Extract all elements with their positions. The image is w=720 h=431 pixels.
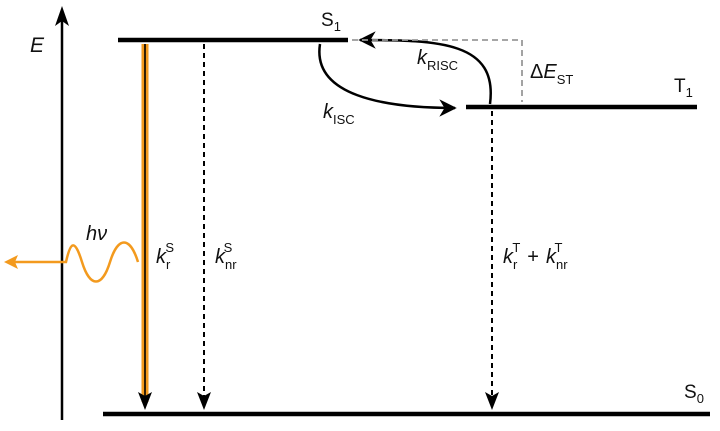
kr-s-label: krS — [156, 240, 174, 272]
photon-label: hν — [86, 223, 107, 245]
isc-arrow — [318, 43, 457, 117]
s1-label: S1 — [321, 10, 341, 34]
st-gap-indicator — [352, 39, 523, 102]
radiative-decay-arrowhead — [138, 392, 152, 410]
kt-sum-label: krT+knrT — [503, 240, 568, 272]
kisc-label: kISC — [323, 101, 355, 127]
energy-axis-label: E — [30, 34, 45, 57]
krisc-label: kRISC — [417, 47, 458, 73]
nonradiative-singlet-arrowhead — [197, 392, 211, 410]
knr-s-label: knrS — [215, 240, 237, 272]
energy-axis-arrowhead — [55, 6, 69, 26]
risc-arrow — [358, 31, 492, 105]
photon-arrowhead — [4, 255, 18, 269]
triplet-decay-arrowhead — [485, 392, 499, 410]
t1-label: T1 — [674, 76, 693, 100]
s0-label: S0 — [684, 382, 704, 406]
delta-est-label: ΔEST — [530, 61, 573, 87]
photon-wave — [14, 241, 140, 283]
